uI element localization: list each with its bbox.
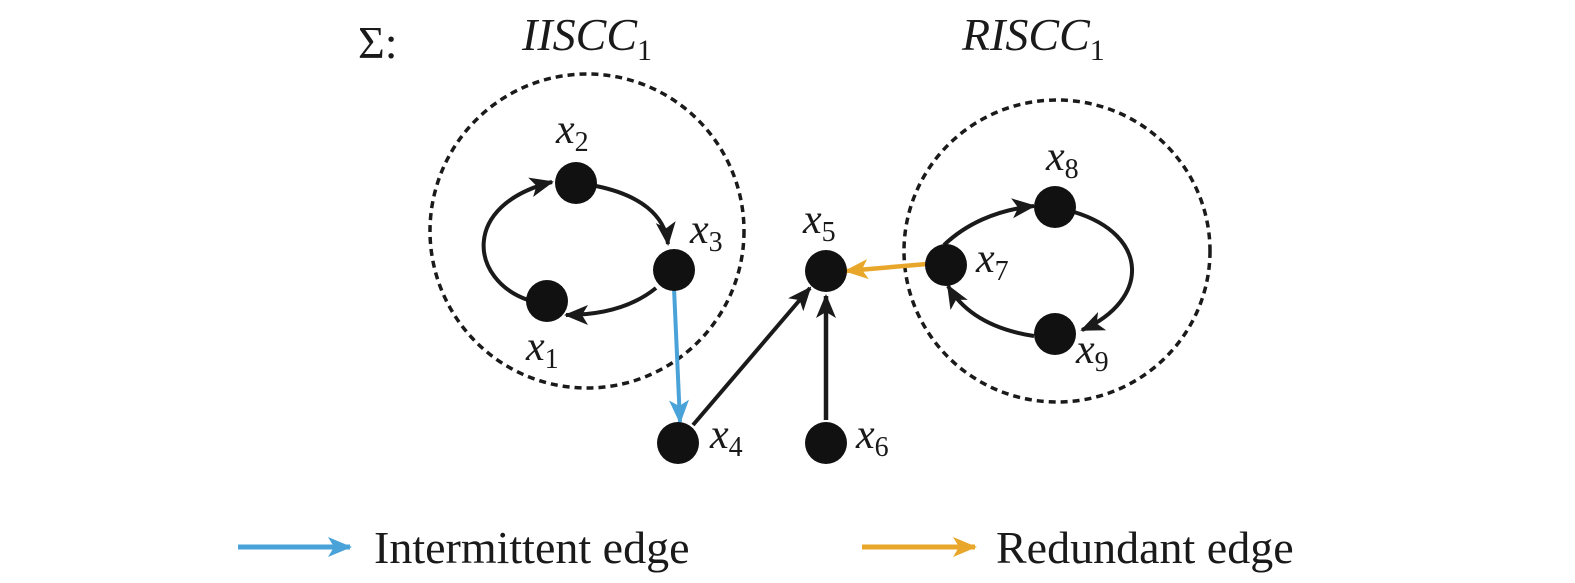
label-x5: x5	[802, 197, 836, 248]
edge-x3-x4-intermittent	[669, 287, 690, 424]
group-title-riscc: RISCC1	[961, 9, 1105, 67]
node-x4	[657, 422, 699, 464]
node-x2	[555, 162, 597, 204]
iiscc-boundary	[428, 72, 746, 390]
node-x5	[805, 250, 847, 292]
label-x4: x4	[709, 412, 743, 463]
label-x2: x2	[555, 107, 589, 158]
node-x9	[1034, 313, 1076, 355]
edge-x3-x1	[564, 286, 658, 325]
edge-x9-x7	[946, 284, 1035, 338]
node-x1	[526, 280, 568, 322]
label-x1: x1	[525, 324, 559, 375]
node-x7	[925, 244, 967, 286]
legend-intermittent-label: Intermittent edge	[374, 522, 690, 573]
label-x9: x9	[1075, 327, 1109, 378]
node-x6	[805, 422, 847, 464]
edge-x1-x2	[481, 177, 554, 302]
legend: Intermittent edge Redundant edge	[238, 522, 1294, 573]
system-symbol: Σ:	[358, 17, 398, 68]
label-x3: x3	[689, 207, 723, 258]
legend-redundant-label: Redundant edge	[996, 522, 1294, 573]
riscc-boundary	[902, 98, 1212, 404]
group-title-iiscc: IISCC1	[521, 9, 652, 67]
edge-x2-x3	[595, 184, 676, 246]
edge-x4-x5	[691, 286, 812, 427]
edge-x7-x8	[942, 198, 1036, 247]
node-x3	[653, 249, 695, 291]
edge-x8-x9	[1073, 210, 1134, 332]
label-x7: x7	[975, 236, 1009, 287]
edge-x7-x5-redundant	[844, 259, 928, 280]
node-x8	[1034, 186, 1076, 228]
label-x8: x8	[1045, 134, 1079, 185]
label-x6: x6	[855, 412, 889, 463]
